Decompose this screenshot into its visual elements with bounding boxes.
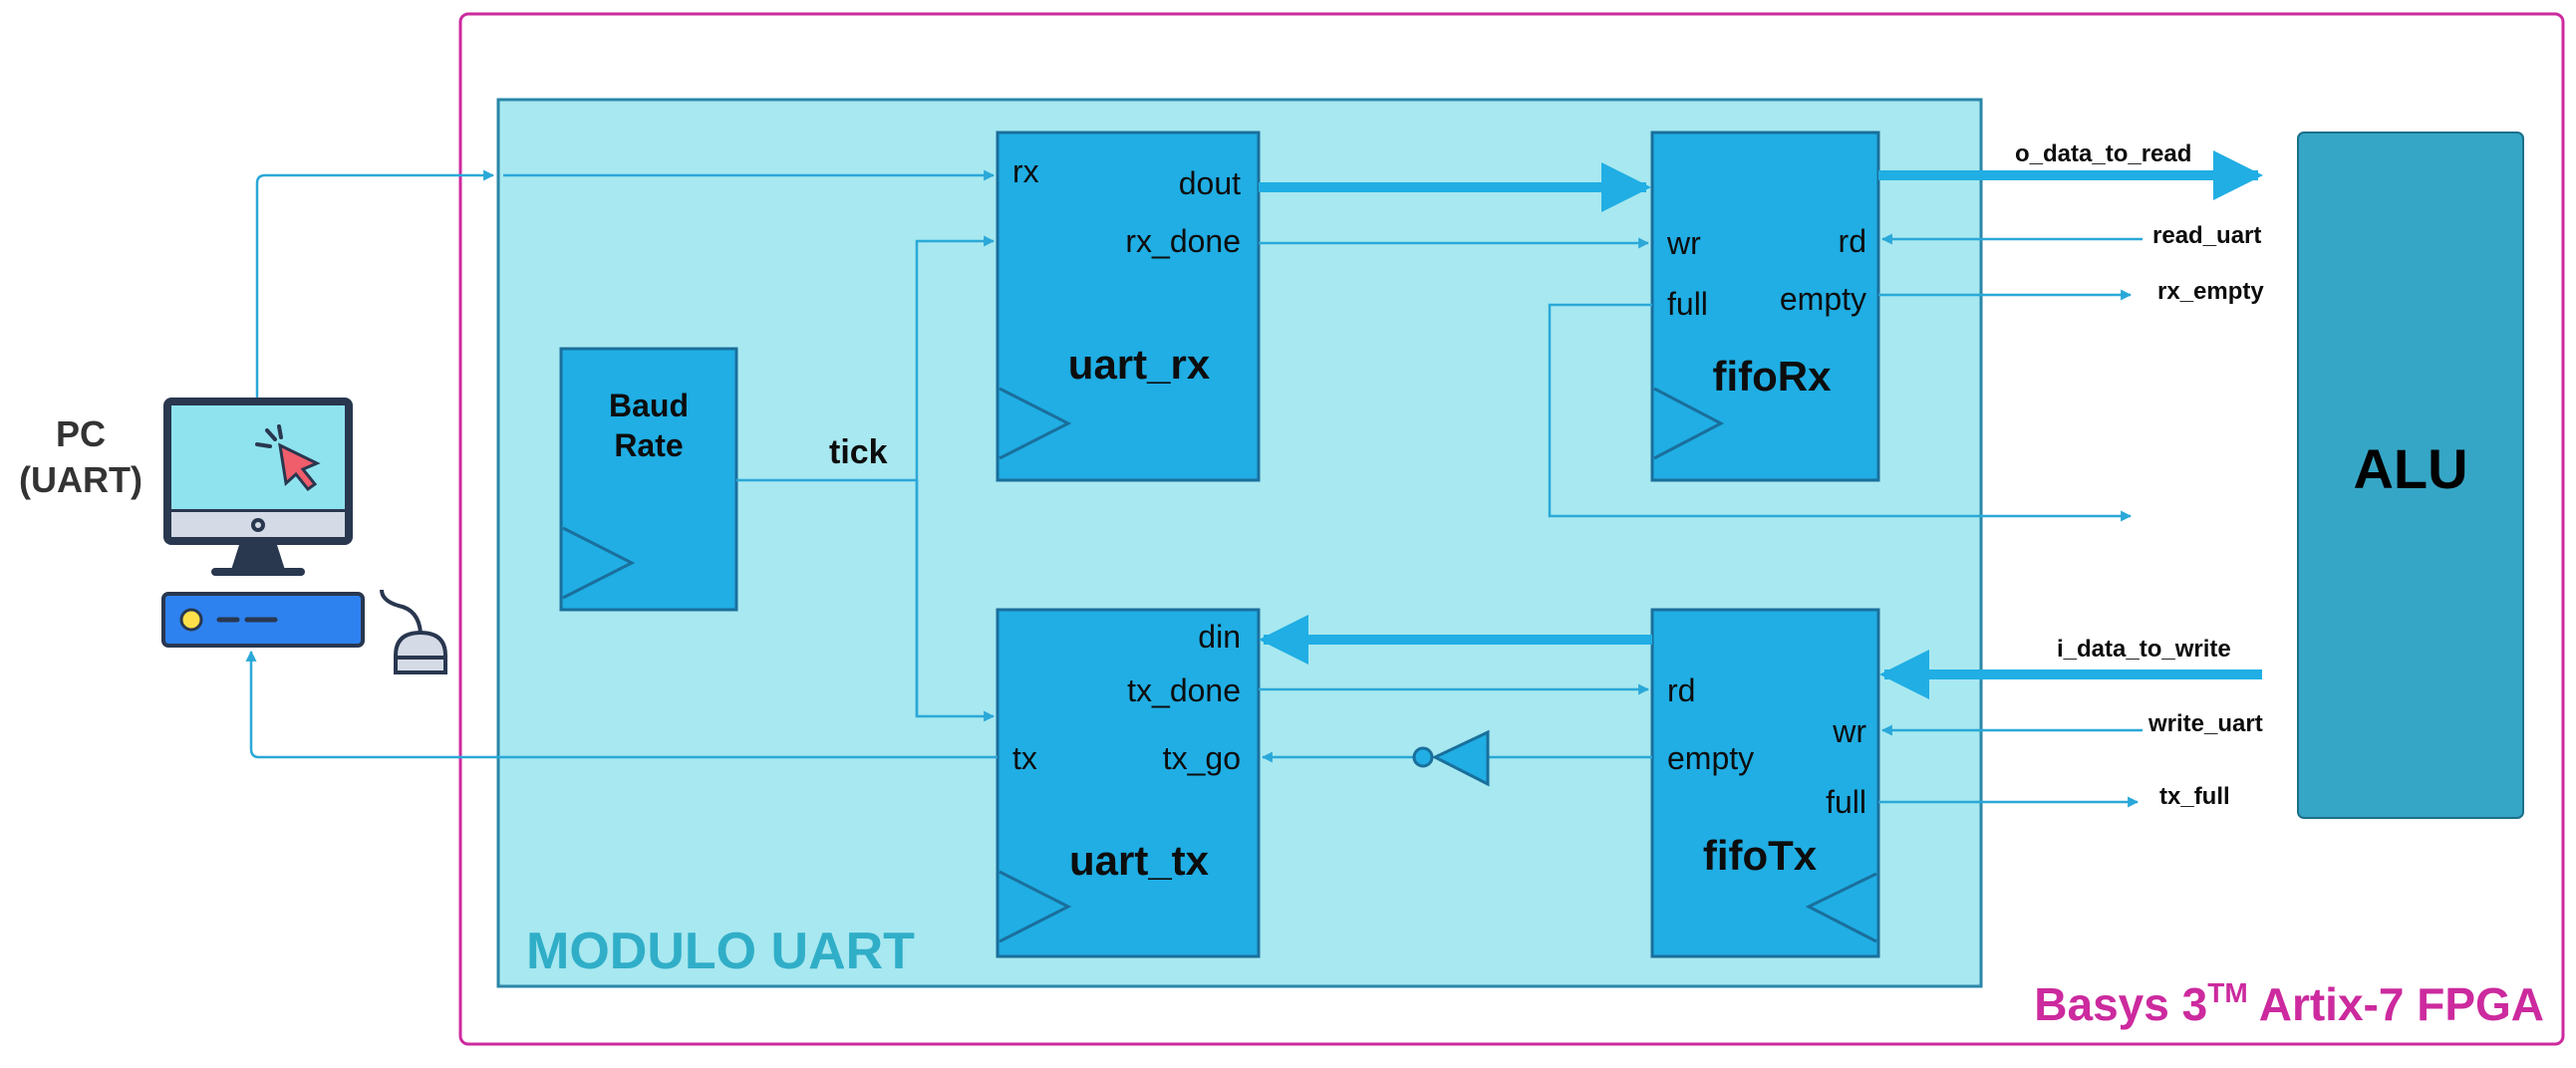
fifo-tx-port-rd: rd	[1667, 672, 1695, 708]
uart-tx-port-tx-done: tx_done	[1127, 672, 1241, 708]
uart-rx-block	[996, 131, 1261, 482]
fifo-tx-clock-icon	[1805, 872, 1877, 943]
alu-label: ALU	[2353, 437, 2467, 500]
fifo-tx-port-full: full	[1826, 784, 1866, 820]
fpga-label-main: Basys 3	[2034, 978, 2207, 1030]
module-uart-label: MODULO UART	[526, 923, 915, 980]
fifo-rx-title: fifoRx	[1713, 353, 1833, 400]
pc-label-1: PC	[56, 413, 106, 454]
uart-tx-port-tx-go: tx_go	[1163, 740, 1241, 776]
fpga-label-rest: Artix-7 FPGA	[2248, 978, 2544, 1030]
baud-rate-label-2: Rate	[614, 427, 683, 463]
signal-tx-full: tx_full	[2159, 783, 2230, 810]
wire-pc-to-module	[255, 169, 495, 399]
mouse-icon	[394, 630, 447, 674]
uart-tx-port-din: din	[1198, 619, 1241, 655]
fpga-label: Basys 3TM Artix-7 FPGA	[2034, 977, 2544, 1030]
fifo-rx-clock-icon	[1653, 387, 1725, 460]
uart-rx-title: uart_rx	[1068, 341, 1211, 388]
baud-rate-block	[559, 347, 738, 612]
fifo-tx-block	[1650, 608, 1880, 958]
wire-tick-to-tx	[915, 480, 996, 722]
uart-tx-clock-icon	[999, 870, 1072, 943]
uart-rx-clock-icon	[999, 387, 1072, 460]
wire-fifo-rx-full	[1548, 303, 2133, 522]
signal-read-uart: read_uart	[2152, 222, 2261, 249]
inverter-bubble	[1412, 746, 1434, 768]
signal-write-uart: write_uart	[2147, 710, 2263, 737]
fifo-tx-port-empty: empty	[1667, 740, 1754, 776]
uart-rx-port-rx-done: rx_done	[1125, 223, 1241, 259]
uart-rx-port-rx: rx	[1012, 153, 1039, 189]
signal-o-data-to-read: o_data_to_read	[2015, 140, 2191, 167]
pc-label-2: (UART)	[19, 459, 143, 500]
baud-clock-icon	[562, 526, 636, 600]
fpga-label-sup: TM	[2207, 977, 2247, 1008]
fifo-rx-port-wr: wr	[1666, 225, 1701, 261]
uart-tx-port-tx: tx	[1012, 740, 1037, 776]
fpga-border	[458, 12, 2565, 1046]
fifo-tx-title: fifoTx	[1703, 832, 1818, 879]
cursor-icon	[278, 442, 321, 492]
inverter-gate	[1431, 729, 1490, 787]
fifo-rx-block	[1650, 131, 1880, 482]
tick-label: tick	[829, 433, 888, 471]
fifo-rx-port-full: full	[1667, 286, 1708, 322]
uart-tx-block	[996, 608, 1261, 958]
fifo-rx-port-empty: empty	[1780, 281, 1866, 317]
fifo-tx-port-wr: wr	[1832, 713, 1866, 749]
baud-rate-label-1: Baud	[609, 388, 689, 423]
signal-i-data-to-write: i_data_to_write	[2057, 636, 2231, 663]
wire-tx-to-pc	[245, 650, 998, 759]
desktop-computer-icon	[161, 398, 447, 674]
alu-block	[2297, 132, 2524, 819]
uart-tx-title: uart_tx	[1069, 837, 1210, 884]
fifo-rx-port-rd: rd	[1839, 223, 1866, 259]
uart-rx-port-dout: dout	[1179, 165, 1241, 201]
signal-rx-empty: rx_empty	[2157, 278, 2264, 305]
